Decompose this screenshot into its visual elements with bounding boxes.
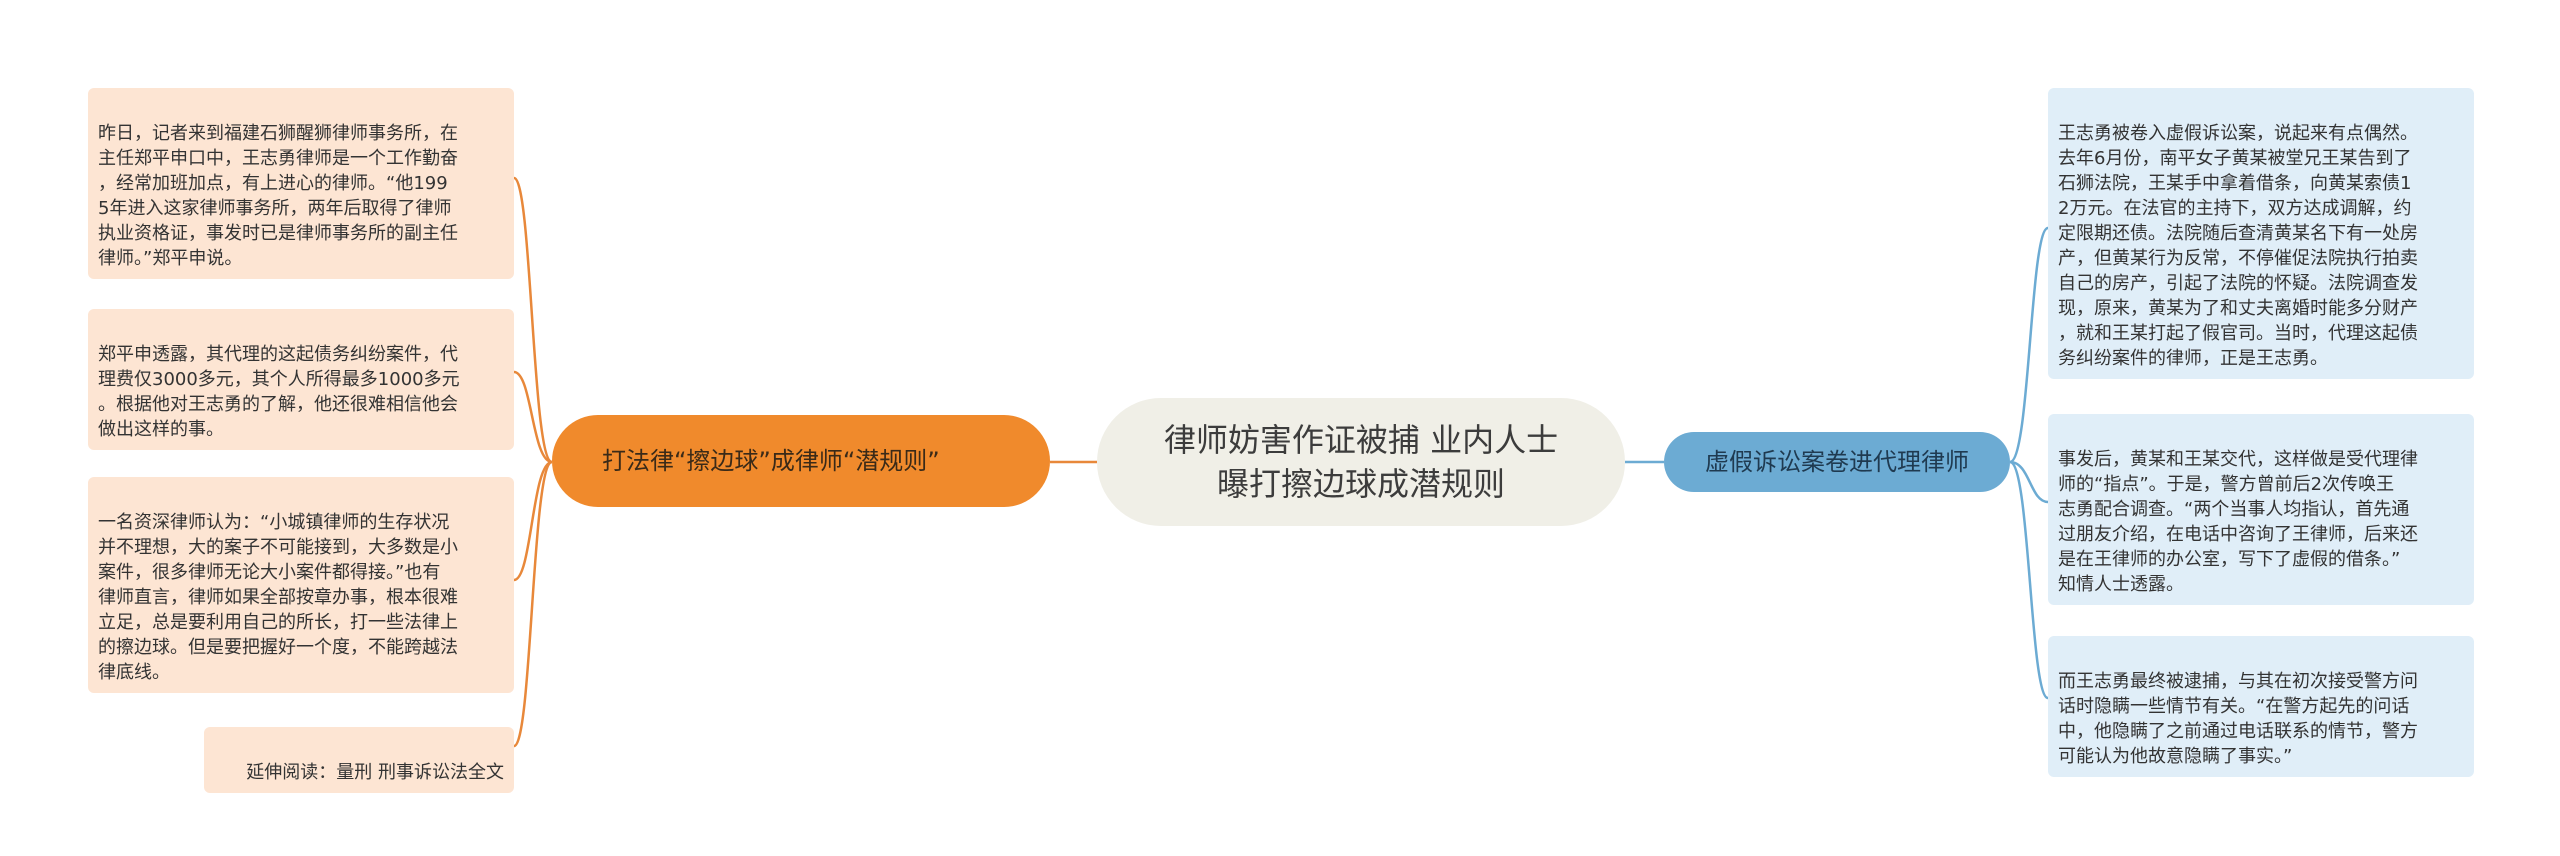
right-leaf-connectors (2009, 226, 2050, 700)
right-leaf-2[interactable]: 事发后，黄某和王某交代，这样做是受代理律 师的“指点”。于是，警方曾前后2次传唤… (2048, 414, 2474, 605)
left-leaf-2[interactable]: 郑平申透露，其代理的这起债务纠纷案件，代 理费仅3000多元，其个人所得最多10… (88, 309, 514, 450)
right-branch-label: 虚假诉讼案卷进代理律师 (1705, 448, 1969, 476)
left-leaf-3-text: 一名资深律师认为：“小城镇律师的生存状况 并不理想，大的案子不可能接到，大多数是… (98, 512, 458, 683)
left-branch-topic[interactable]: 打法律“擦边球”成律师“潜规则” (552, 415, 1050, 507)
right-leaf-1[interactable]: 王志勇被卷入虚假诉讼案，说起来有点偶然。 去年6月份，南平女子黄某被堂兄王某告到… (2048, 88, 2474, 379)
left-leaf-connectors (512, 176, 554, 748)
right-leaf-3-text: 而王志勇最终被逮捕，与其在初次接受警方问 话时隐瞒一些情节有关。“在警方起先的问… (2058, 671, 2418, 767)
right-leaf-1-text: 王志勇被卷入虚假诉讼案，说起来有点偶然。 去年6月份，南平女子黄某被堂兄王某告到… (2058, 123, 2418, 369)
left-leaf-2-text: 郑平申透露，其代理的这起债务纠纷案件，代 理费仅3000多元，其个人所得最多10… (98, 344, 460, 440)
root-topic-title: 律师妨害作证被捕 业内人士曝打擦边球成潜规则 (1163, 421, 1559, 503)
right-branch-topic[interactable]: 虚假诉讼案卷进代理律师 (1664, 432, 2010, 492)
left-leaf-1[interactable]: 昨日，记者来到福建石狮醒狮律师事务所，在 主任郑平申口中，王志勇律师是一个工作勤… (88, 88, 514, 279)
right-connector-3 (2009, 460, 2050, 700)
right-leaf-3[interactable]: 而王志勇最终被逮捕，与其在初次接受警方问 话时隐瞒一些情节有关。“在警方起先的问… (2048, 636, 2474, 777)
left-leaf-1-text: 昨日，记者来到福建石狮醒狮律师事务所，在 主任郑平申口中，王志勇律师是一个工作勤… (98, 123, 458, 269)
left-leaf-4[interactable]: 延伸阅读：量刑 刑事诉讼法全文 (204, 727, 514, 793)
left-connector-4 (512, 460, 554, 748)
left-leaf-3[interactable]: 一名资深律师认为：“小城镇律师的生存状况 并不理想，大的案子不可能接到，大多数是… (88, 477, 514, 693)
left-leaf-4-text: 延伸阅读：量刑 刑事诉讼法全文 (246, 762, 504, 783)
left-connector-2 (513, 370, 553, 464)
right-connector-2 (2009, 460, 2049, 504)
left-connector-3 (513, 460, 553, 582)
right-connector-1 (2009, 226, 2050, 464)
left-connector-1 (512, 176, 554, 464)
left-branch-label: 打法律“擦边球”成律师“潜规则” (602, 447, 940, 475)
right-leaf-2-text: 事发后，黄某和王某交代，这样做是受代理律 师的“指点”。于是，警方曾前后2次传唤… (2058, 449, 2418, 595)
root-topic[interactable]: 律师妨害作证被捕 业内人士曝打擦边球成潜规则 (1097, 398, 1625, 526)
